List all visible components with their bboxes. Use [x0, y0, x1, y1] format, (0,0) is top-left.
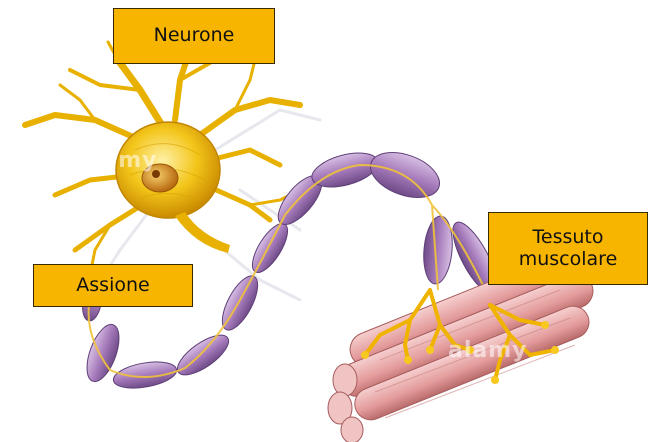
- label-neurone: Neurone: [113, 8, 275, 64]
- label-tessuto-muscolare: Tessuto muscolare: [488, 212, 648, 285]
- label-assione: Assione: [33, 264, 193, 307]
- axon-terminals: [363, 288, 557, 382]
- axon-hillock: [175, 212, 230, 253]
- nucleolus: [152, 170, 160, 178]
- terminal-boutons: [361, 321, 559, 384]
- watermark-text: alamy: [448, 338, 528, 363]
- muscle-tissue: [327, 247, 595, 442]
- muscle-striations: [374, 289, 576, 419]
- dendrites: [22, 40, 303, 277]
- myelin-sheath: [82, 152, 498, 389]
- watermark-text: alamy: [78, 148, 158, 173]
- nucleus: [141, 163, 179, 193]
